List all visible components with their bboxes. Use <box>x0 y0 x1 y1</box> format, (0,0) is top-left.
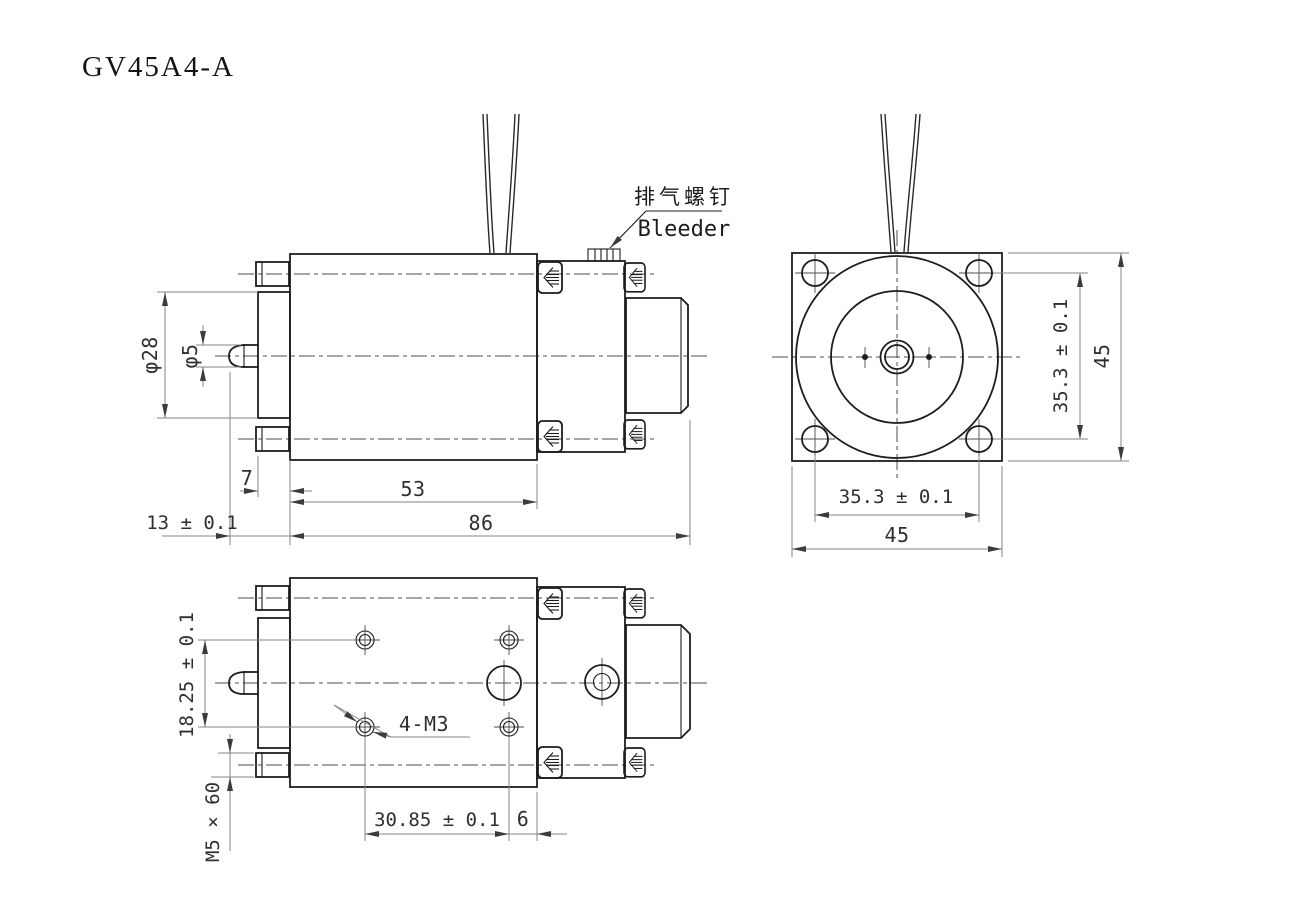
mounting-screw-bottom <box>255 426 290 452</box>
drawing-title: GV45A4-A <box>82 51 235 83</box>
bottom-view-dimensions: 18.25 ± 0.1 M5 × 60 30.85 ± 0.1 6 <box>176 612 567 862</box>
connector <box>625 297 689 414</box>
socket-screw-icon <box>537 746 563 779</box>
face-pin-hole <box>926 347 932 368</box>
mounting-hole <box>794 418 836 460</box>
pin-boss-circle <box>879 339 915 375</box>
front-flange <box>257 617 291 749</box>
side-view-dimensions: φ28 φ5 7 53 86 13 ± 0.1 <box>138 291 691 545</box>
dim-flange-thickness: 7 <box>241 466 254 490</box>
bleeder-screw-icon <box>587 248 621 262</box>
dim-overall-width: 45 <box>884 523 909 547</box>
body-circle <box>795 255 999 459</box>
valve-block <box>536 586 626 779</box>
mounting-hole <box>794 252 836 294</box>
bottom-view: 4-M3 18.25 ± 0.1 M5 × 60 30.85 ± 0.1 6 <box>176 577 710 862</box>
face-pin-hole <box>862 347 868 368</box>
socket-screw-icon <box>623 747 646 778</box>
mounting-screw-top <box>255 261 290 287</box>
bleeder-callout: 排气螺钉 Bleeder <box>609 185 734 249</box>
front-view: 35.3 ± 0.1 45 35.3 ± 0.1 45 <box>772 113 1129 557</box>
m3-hole <box>493 624 525 656</box>
lead-wires-icon <box>482 113 520 254</box>
flange-square <box>791 252 1003 462</box>
socket-screw-icon <box>537 420 563 453</box>
socket-screw-icon <box>623 419 646 450</box>
socket-screw-icon <box>623 588 646 619</box>
front-view-dimensions: 35.3 ± 0.1 45 35.3 ± 0.1 45 <box>791 252 1129 557</box>
dim-overall-length: 86 <box>468 511 493 535</box>
plunger-pin <box>228 671 259 695</box>
dim-overall-height: 45 <box>1090 343 1114 368</box>
lead-wires-icon <box>880 113 921 253</box>
mounting-hole <box>958 252 1000 294</box>
dim-flange-diameter: φ28 <box>138 336 162 374</box>
dim-mounting-screw: M5 × 60 <box>202 782 224 862</box>
valve-block <box>536 260 626 453</box>
connector <box>625 624 691 739</box>
pin-circle <box>884 344 910 370</box>
bleeder-label-en: Bleeder <box>638 217 731 242</box>
socket-screw-icon <box>537 261 563 294</box>
socket-screw-icon <box>537 587 563 620</box>
plunger-pin <box>228 344 259 368</box>
motor-body <box>289 253 538 461</box>
side-view: 排气螺钉 Bleeder φ28 φ5 7 53 <box>138 113 734 545</box>
mounting-screw-bottom <box>255 752 290 778</box>
dim-pin-projection: 13 ± 0.1 <box>146 512 238 534</box>
dim-thread-callout: 4-M3 <box>399 712 449 736</box>
thread-callout: 4-M3 <box>333 704 470 739</box>
dim-pin-diameter: φ5 <box>178 343 202 368</box>
dim-hole-spacing-vertical: 18.25 ± 0.1 <box>176 612 198 738</box>
boss-circle <box>830 290 964 424</box>
dim-hole-spacing-horizontal: 35.3 ± 0.1 <box>839 486 953 508</box>
front-flange <box>257 291 291 419</box>
dim-hole-spacing-vertical: 35.3 ± 0.1 <box>1050 299 1072 413</box>
mounting-screw-top <box>255 585 290 611</box>
dim-hole-edge-offset: 6 <box>517 807 530 831</box>
bleeder-label-cn: 排气螺钉 <box>634 185 734 209</box>
mounting-hole <box>958 418 1000 460</box>
dim-hole-spacing-horizontal: 30.85 ± 0.1 <box>374 809 500 831</box>
center-through-hole <box>486 660 522 706</box>
dim-body-length: 53 <box>400 477 425 501</box>
socket-screw-icon <box>623 262 646 293</box>
end-socket-screw <box>584 658 620 706</box>
